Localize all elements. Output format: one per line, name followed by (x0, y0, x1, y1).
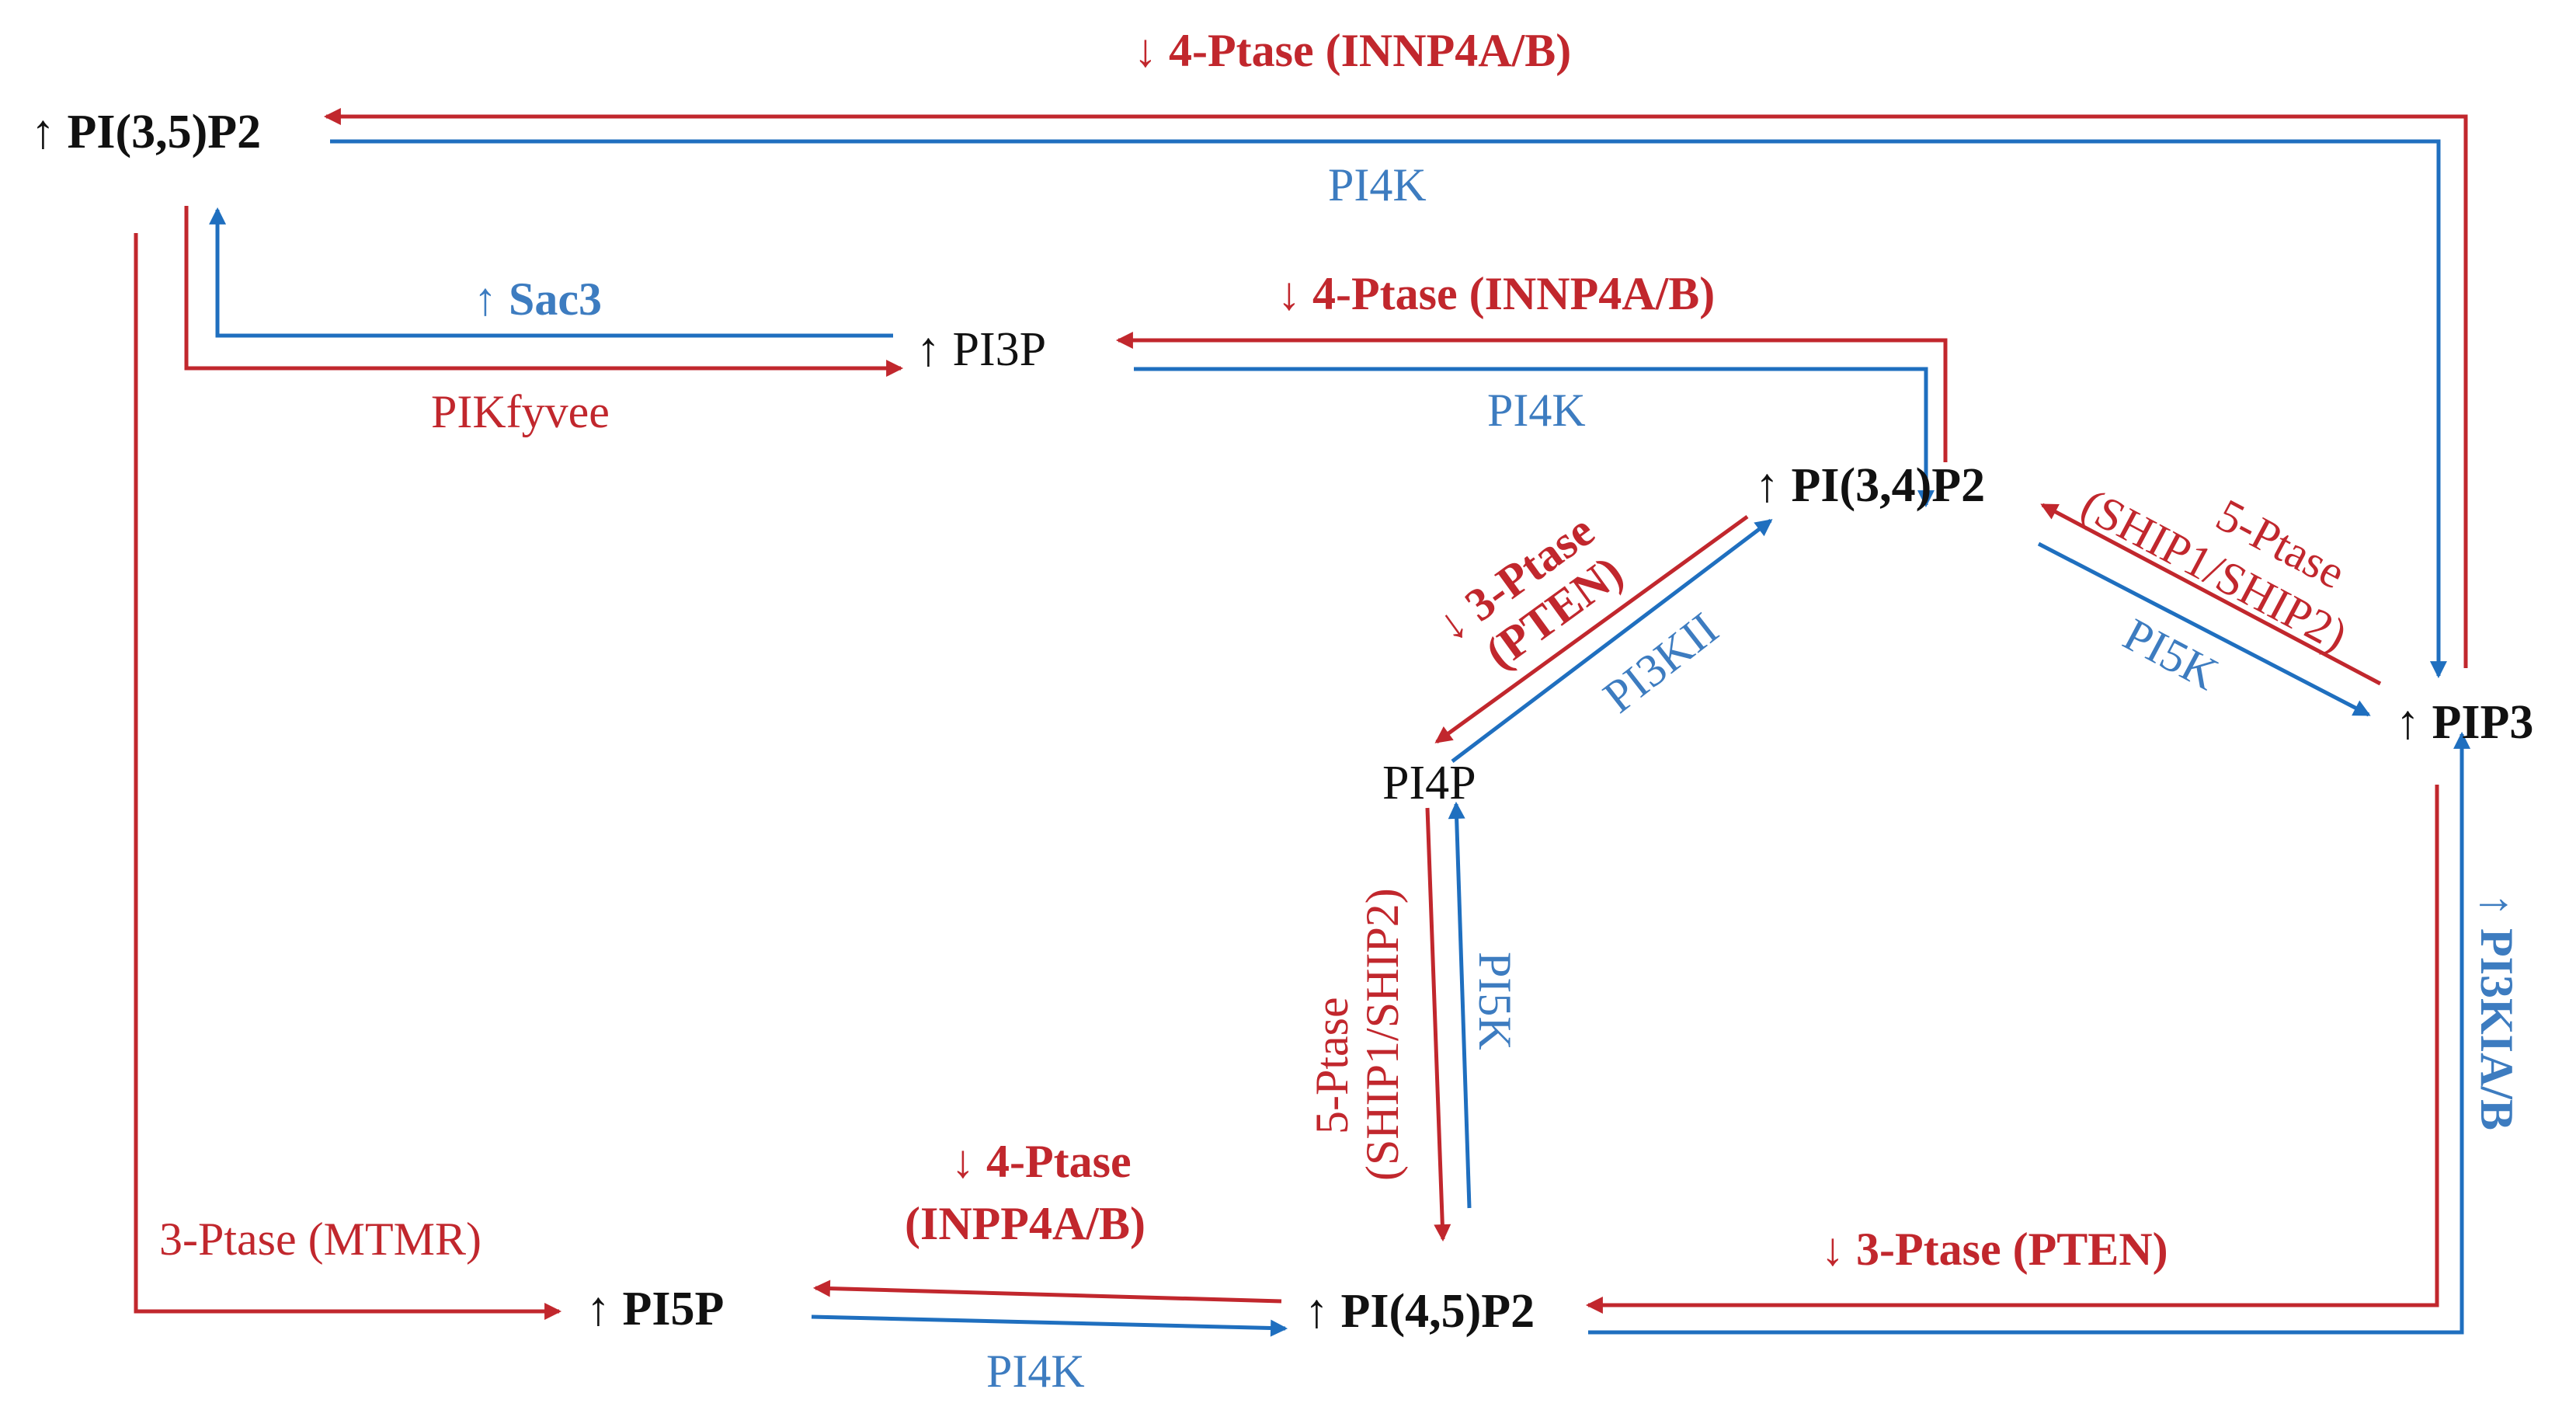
label-pikfyvee: PIKfyvee (431, 386, 610, 437)
node-pi35p2: ↑ PI(3,5)P2 (31, 106, 261, 158)
arrow-pi45p2-to-pip3 (1588, 731, 2471, 1335)
node-pi3p: ↑ PI3P (916, 323, 1046, 376)
arrow-pi3p-to-pi34p2 (1134, 367, 1935, 508)
arrow-pi4p-to-pi45p2 (1425, 807, 1451, 1242)
svg-text:(SHIP1/SHIP2): (SHIP1/SHIP2) (1357, 888, 1408, 1181)
arrow-pi34p2-to-pi3p (1115, 331, 1948, 462)
arrow-pi35p2-to-pip3 (330, 139, 2447, 679)
svg-text:5-Ptase: 5-Ptase (1306, 997, 1358, 1134)
arrow-pip3-to-pi34p2 (2040, 503, 2382, 686)
label-top-4ptase: ↓ 4-Ptase (INNP4A/B) (1134, 25, 1571, 76)
node-pi34p2: ↑ PI(3,4)P2 (1755, 459, 1985, 512)
arrow-pi35p2-to-pi5p (134, 233, 562, 1321)
label-bottom-pi4k: PI4K (986, 1346, 1085, 1397)
label-mid-4ptase: ↓ 4-Ptase (INNP4A/B) (1278, 268, 1715, 319)
arrow-pi34p2-to-pip3 (2037, 541, 2371, 717)
label-ship-vertical: 5-Ptase (SHIP1/SHIP2) (1306, 888, 1408, 1181)
arrow-pi34p2-to-pi4p (1434, 514, 1749, 744)
node-pi45p2: ↑ PI(4,5)P2 (1305, 1285, 1535, 1338)
arrow-pi4p-to-pi34p2 (1451, 519, 1773, 763)
label-pten-bottom: ↓ 3-Ptase (PTEN) (1821, 1224, 2168, 1275)
node-pi4p: PI4P (1382, 757, 1476, 809)
node-pip3: ↑ PIP3 (2396, 696, 2533, 749)
label-pi5k-vertical: PI5K (1469, 952, 1521, 1050)
label-top-pi4k: PI4K (1328, 159, 1427, 211)
label-bottom-4ptase-2: (INPP4A/B) (905, 1198, 1145, 1249)
arrow-pip3-to-pi35p2 (323, 107, 2468, 668)
arrow-pi45p2-to-pi4p (1448, 801, 1472, 1209)
label-ship-right: 5-Ptase (SHIP1/SHIP2) (2073, 479, 2355, 661)
arrow-pi45p2-to-pi5p (812, 1280, 1282, 1304)
label-pi3kia: ↑ PI3KIA/B (2471, 893, 2522, 1130)
arrow-pi35p2-to-pi3p (184, 206, 904, 378)
arrow-pip3-to-pi45p2 (1585, 785, 2439, 1314)
label-pi3kii: PI3KII (1594, 603, 1727, 723)
label-mtmr: 3-Ptase (MTMR) (159, 1213, 481, 1265)
label-mid-pi4k: PI4K (1487, 385, 1586, 436)
label-sac3: ↑ Sac3 (474, 273, 602, 325)
node-pi5p: ↑ PI5P (586, 1283, 724, 1335)
arrow-pi3p-to-pi35p2 (209, 207, 893, 338)
label-bottom-4ptase-1: ↓ 4-Ptase (951, 1136, 1132, 1187)
label-pten-diagonal: ↓ 3-Ptase (PTEN) (1427, 504, 1632, 678)
arrow-pi5p-to-pi45p2 (811, 1314, 1288, 1337)
label-pi5k-right: PI5K (2115, 608, 2227, 700)
